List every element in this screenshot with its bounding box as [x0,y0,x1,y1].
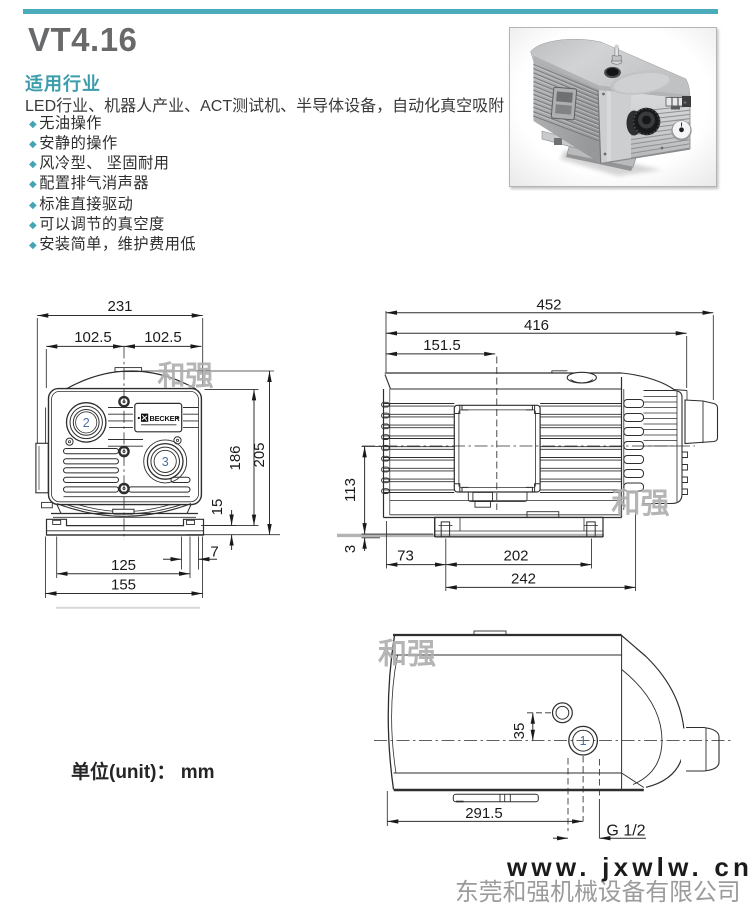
svg-text:G 1/2: G 1/2 [606,823,645,840]
svg-text:416: 416 [524,317,549,334]
svg-text:151.5: 151.5 [423,337,461,354]
svg-text:1: 1 [580,734,587,748]
svg-text:202: 202 [503,548,528,565]
svg-text:125: 125 [111,557,136,574]
svg-text:242: 242 [511,571,536,588]
svg-text:231: 231 [107,298,132,315]
svg-text:3: 3 [162,455,169,469]
svg-text:452: 452 [536,297,561,314]
svg-text:3: 3 [342,545,359,553]
svg-text:BECKER: BECKER [150,414,181,423]
svg-text:205: 205 [251,442,268,467]
svg-text:291.5: 291.5 [465,805,503,822]
svg-text:73: 73 [397,548,414,565]
svg-text:7: 7 [210,544,218,561]
svg-text:和强: 和强 [612,487,670,520]
svg-text:113: 113 [342,478,359,502]
svg-text:和强: 和强 [378,638,436,671]
svg-text:35: 35 [511,723,528,740]
svg-text:155: 155 [111,577,136,594]
svg-text:15: 15 [209,499,226,516]
svg-text:和强: 和强 [158,360,214,391]
svg-text:102.5: 102.5 [144,329,182,346]
svg-text:102.5: 102.5 [74,329,112,346]
svg-text:186: 186 [227,445,244,470]
svg-text:2: 2 [83,416,90,430]
